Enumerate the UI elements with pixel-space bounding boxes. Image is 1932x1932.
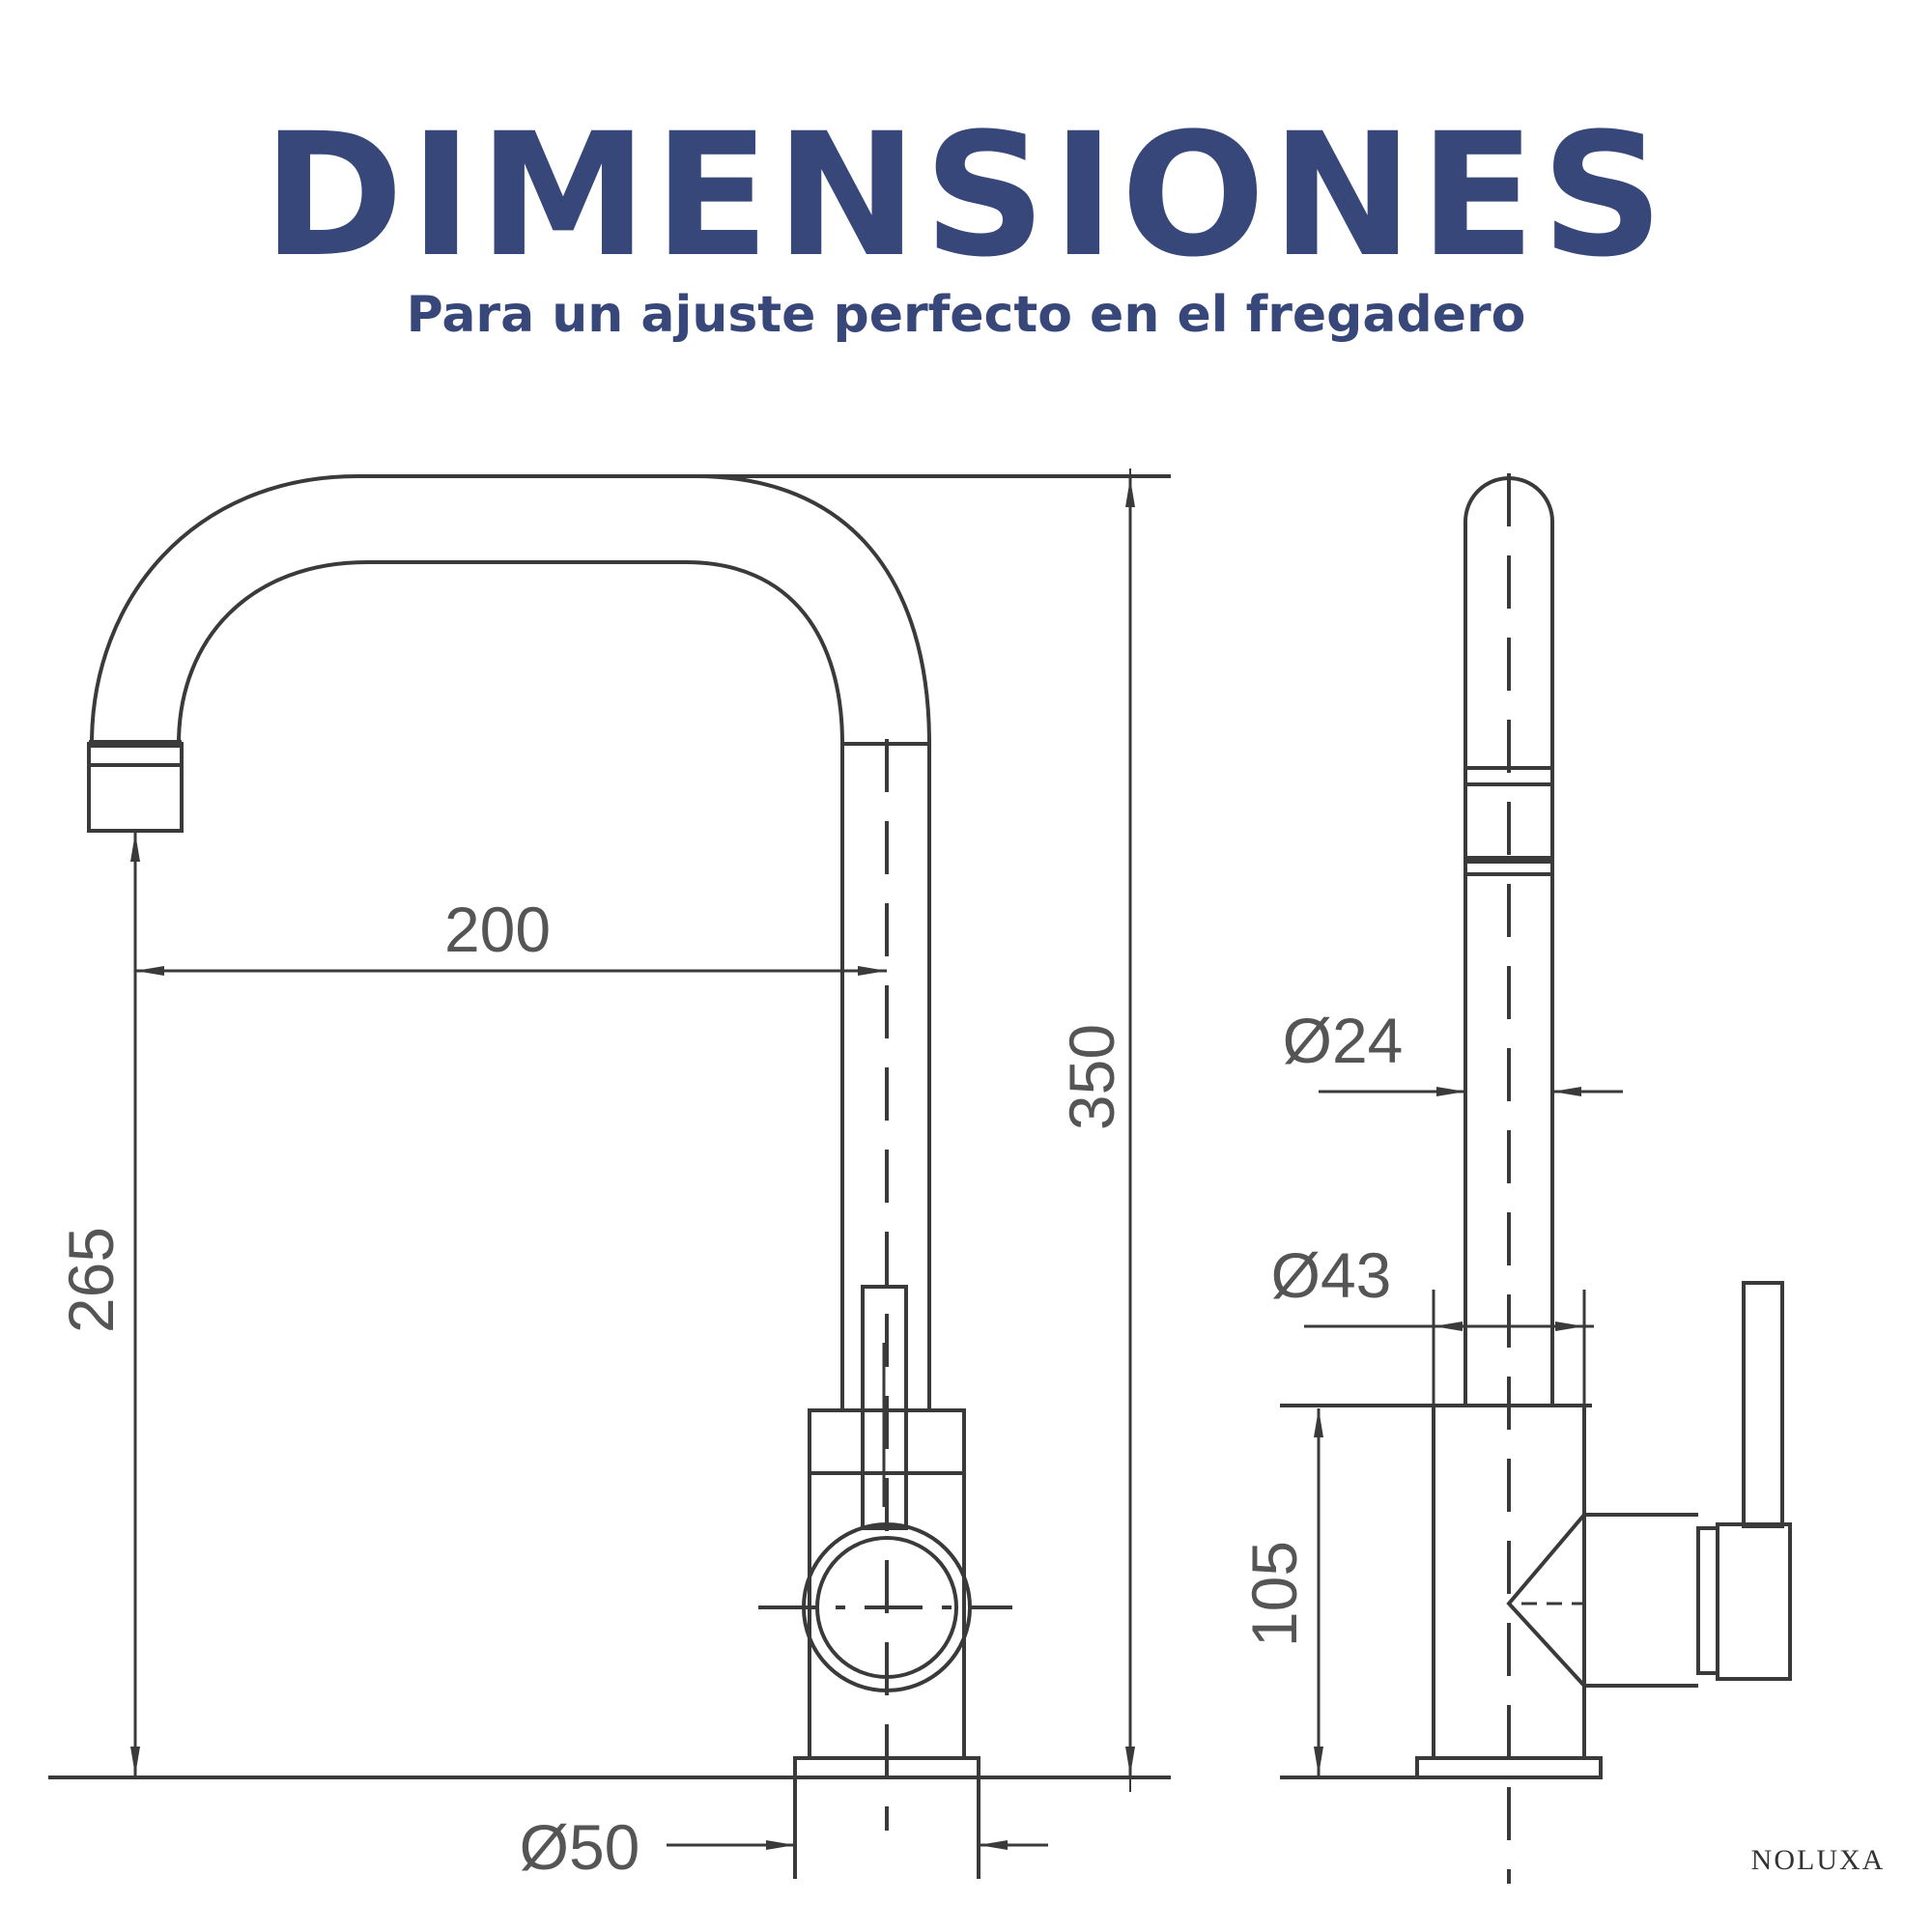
side-view bbox=[1280, 473, 1792, 1884]
spout-outer bbox=[90, 474, 931, 745]
dim-265-label: 265 bbox=[55, 1227, 127, 1333]
page-subtitle: Para un ajuste perfecto en el fregadero bbox=[406, 286, 1526, 344]
dim-105-label: 105 bbox=[1238, 1541, 1310, 1647]
front-view bbox=[48, 469, 1171, 1879]
dim-24-label: Ø24 bbox=[1283, 1005, 1404, 1076]
side-lever bbox=[1742, 1281, 1784, 1528]
spout-inner bbox=[177, 560, 844, 745]
side-cartridge bbox=[1696, 1526, 1719, 1675]
side-base bbox=[1415, 1756, 1603, 1779]
aerator bbox=[87, 742, 184, 833]
dim-50-label: Ø50 bbox=[520, 1811, 640, 1883]
side-cone bbox=[1506, 1513, 1586, 1688]
page-title: DIMENSIONES bbox=[262, 97, 1670, 295]
dim-350-label: 350 bbox=[1056, 1024, 1127, 1130]
brand-logo-text: NOLUXA bbox=[1751, 1844, 1886, 1876]
lever bbox=[861, 1285, 908, 1530]
side-spout bbox=[1463, 476, 1554, 1406]
dim-200-label: 200 bbox=[444, 894, 551, 965]
side-handle-base bbox=[1716, 1522, 1792, 1681]
dim-43-label: Ø43 bbox=[1271, 1239, 1392, 1311]
